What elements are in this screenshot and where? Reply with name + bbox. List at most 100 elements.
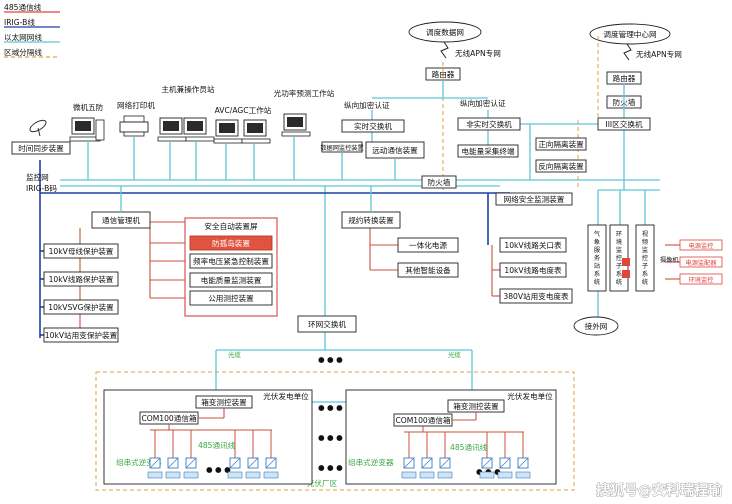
ring-ellipsis: ● ● ● [318, 355, 343, 364]
solar-panel-icon [515, 471, 531, 479]
inverter-icon [245, 457, 261, 479]
solar-panel-icon [227, 471, 243, 479]
firewall-mid [421, 175, 457, 189]
pv-plant-label: 光伏厂区 [307, 478, 338, 488]
legend-irigb-label: IRIG-B线 [4, 17, 35, 27]
solar-panel-icon [183, 471, 199, 479]
protection-label-1: 10kV母线保护装置 [49, 246, 114, 256]
pv-unit-left: 光伏发电单位 箱变测控装置 COM100通信箱 485通讯线 组串式逆变器 ● … [103, 389, 313, 485]
dispatch-data-network-cloud [408, 21, 482, 43]
solar-panel-icon [497, 471, 513, 479]
dispatch-center-label: 调度管理中心网 [603, 29, 656, 39]
protection-device-2 [43, 271, 119, 287]
protection-label-2: 10kV线路保护装置 [49, 274, 114, 284]
workstation-1: 微机五防 [69, 102, 105, 180]
inverter-icon [479, 457, 495, 479]
inverter-icon [263, 457, 279, 479]
solar-panel-icon [263, 471, 279, 479]
irigb-lines [39, 160, 510, 338]
alarm-label-3: 环境监控 [689, 276, 714, 284]
nonrealtime-switch-label: 非实时交换机 [466, 119, 512, 129]
video-system [635, 224, 655, 292]
router-left-label: 路由器 [432, 69, 455, 79]
rs485-right-label: 485通讯线 [450, 442, 488, 452]
box-measure-right-label: 箱变测控装置 [453, 401, 499, 411]
apn-label-left: 无线APN专网 [455, 48, 501, 58]
meters-group: 10kV线路关口表 10kV线路电度表 380V站用变电度表 [499, 237, 573, 304]
inverter-icon [227, 457, 243, 479]
computer-icon [281, 113, 311, 137]
public-measure-device [189, 290, 273, 306]
solar-panel-icon [437, 471, 453, 479]
external-net-cloud [573, 316, 619, 336]
reverse-isolation [535, 159, 587, 173]
alarm-label-2: 电源监配器 [686, 259, 718, 267]
inverter-array [147, 424, 531, 479]
time-sync-group: 时间同步装置 监控网 IRIG-B码 [11, 119, 71, 193]
apn-bolt-left [440, 41, 449, 59]
satellite-dish-icon [29, 119, 47, 137]
inverter-icon [147, 457, 163, 479]
zone3-switch-label: III区交换机 [605, 119, 642, 129]
forward-isolation [535, 137, 587, 151]
alarm-box-3 [679, 273, 723, 285]
workstation-2: 网络打印机 [117, 100, 155, 180]
zone3-switch [597, 117, 651, 131]
workstation-4: AVC/AGC工作站 [213, 105, 272, 180]
monitor-net-label: 监控网 [26, 172, 49, 182]
printer-icon [119, 115, 149, 137]
legend: 485通信线 IRIG-B线 以太网网线 区域分隔线 [4, 2, 60, 58]
protection-label-4: 10kV站用变保护装置 [45, 330, 118, 340]
protection-device-4 [43, 327, 119, 343]
public-measure-label: 公用测控装置 [208, 293, 254, 303]
net-security-device [495, 192, 573, 206]
alarm-box-1 [679, 239, 723, 251]
safety-panel-title: 安全自动装置屏 [204, 221, 258, 231]
workstation-label-5: 光功率预测工作站 [274, 88, 335, 98]
inverter-icon [437, 457, 453, 479]
other-devices [397, 262, 459, 278]
inverter-icon [515, 457, 531, 479]
pv-units-ellipsis-2: ● ● ● [318, 433, 343, 442]
other-devices-label: 其他智能设备 [405, 265, 451, 275]
meter-label-1: 10kV线路关口表 [504, 240, 562, 250]
nonrealtime-switch [457, 117, 521, 131]
side-systems: 气象服务站系统 环境监控子系统 视频监控子系统 摄像机 电源监控 电源监配器 环… [573, 224, 723, 336]
power-quality-label: 电能质量监测装置 [201, 275, 262, 285]
weather-system-label: 气象服务站系统 [594, 230, 600, 286]
legend-ethernet-label: 以太网网线 [4, 32, 42, 42]
pv-unit-right-title: 光伏发电单位 [507, 391, 553, 401]
inverter-left-ellipsis: ● ● ● [206, 465, 231, 474]
realtime-area: 纵向加密认证 实时交换机 数据网监控装置 远动通信装置 防火墙 [320, 100, 457, 189]
workstation-label-1: 微机五防 [73, 102, 104, 112]
inverter-icon [401, 457, 417, 479]
solar-panel-icon [479, 471, 495, 479]
protocol-converter-label: 规约转换装置 [348, 215, 394, 225]
solar-panel-icon [165, 471, 181, 479]
computer-icon [157, 117, 215, 142]
time-sync-label: 时间同步装置 [18, 143, 64, 153]
computer-icon [213, 119, 271, 144]
irigb-code-label: IRIG-B码 [26, 184, 57, 193]
inverter-icon [165, 457, 181, 479]
meter-3 [499, 288, 573, 304]
nonrealtime-area: 纵向加密认证 非实时交换机 电能量采集终端 正向隔离装置 反向隔离装置 III区… [457, 98, 651, 206]
forward-isolation-label: 正向隔离装置 [538, 139, 584, 149]
camera-label: 摄像机 [660, 256, 679, 264]
workstation-3: 主机兼操作员站 [157, 84, 215, 180]
net-monitor-label: 数据网监控装置 [320, 144, 363, 152]
dispatch-network-group: 调度数据网 无线APN专网 路由器 调度管理中心网 无线APN专网 路由器 防火… [408, 21, 682, 109]
legend-485-label: 485通信线 [4, 2, 42, 12]
inverter-right-label: 组串式逆变器 [348, 457, 394, 467]
pv-unit-left-title: 光伏发电单位 [263, 391, 309, 401]
ring-switch-label: 环网交换机 [308, 319, 346, 329]
realtime-switch-label: 实时交换机 [354, 121, 392, 131]
fiber-label-right: 光缆 [448, 350, 461, 359]
vertical-auth-left-label: 纵向加密认证 [344, 100, 390, 110]
firewall-mid-label: 防火墙 [428, 177, 451, 187]
power-quality-device [189, 272, 273, 288]
external-net-label: 接外网 [585, 321, 608, 331]
energy-terminal-label: 电能量采集终端 [461, 146, 515, 156]
ring-switch [297, 315, 357, 333]
